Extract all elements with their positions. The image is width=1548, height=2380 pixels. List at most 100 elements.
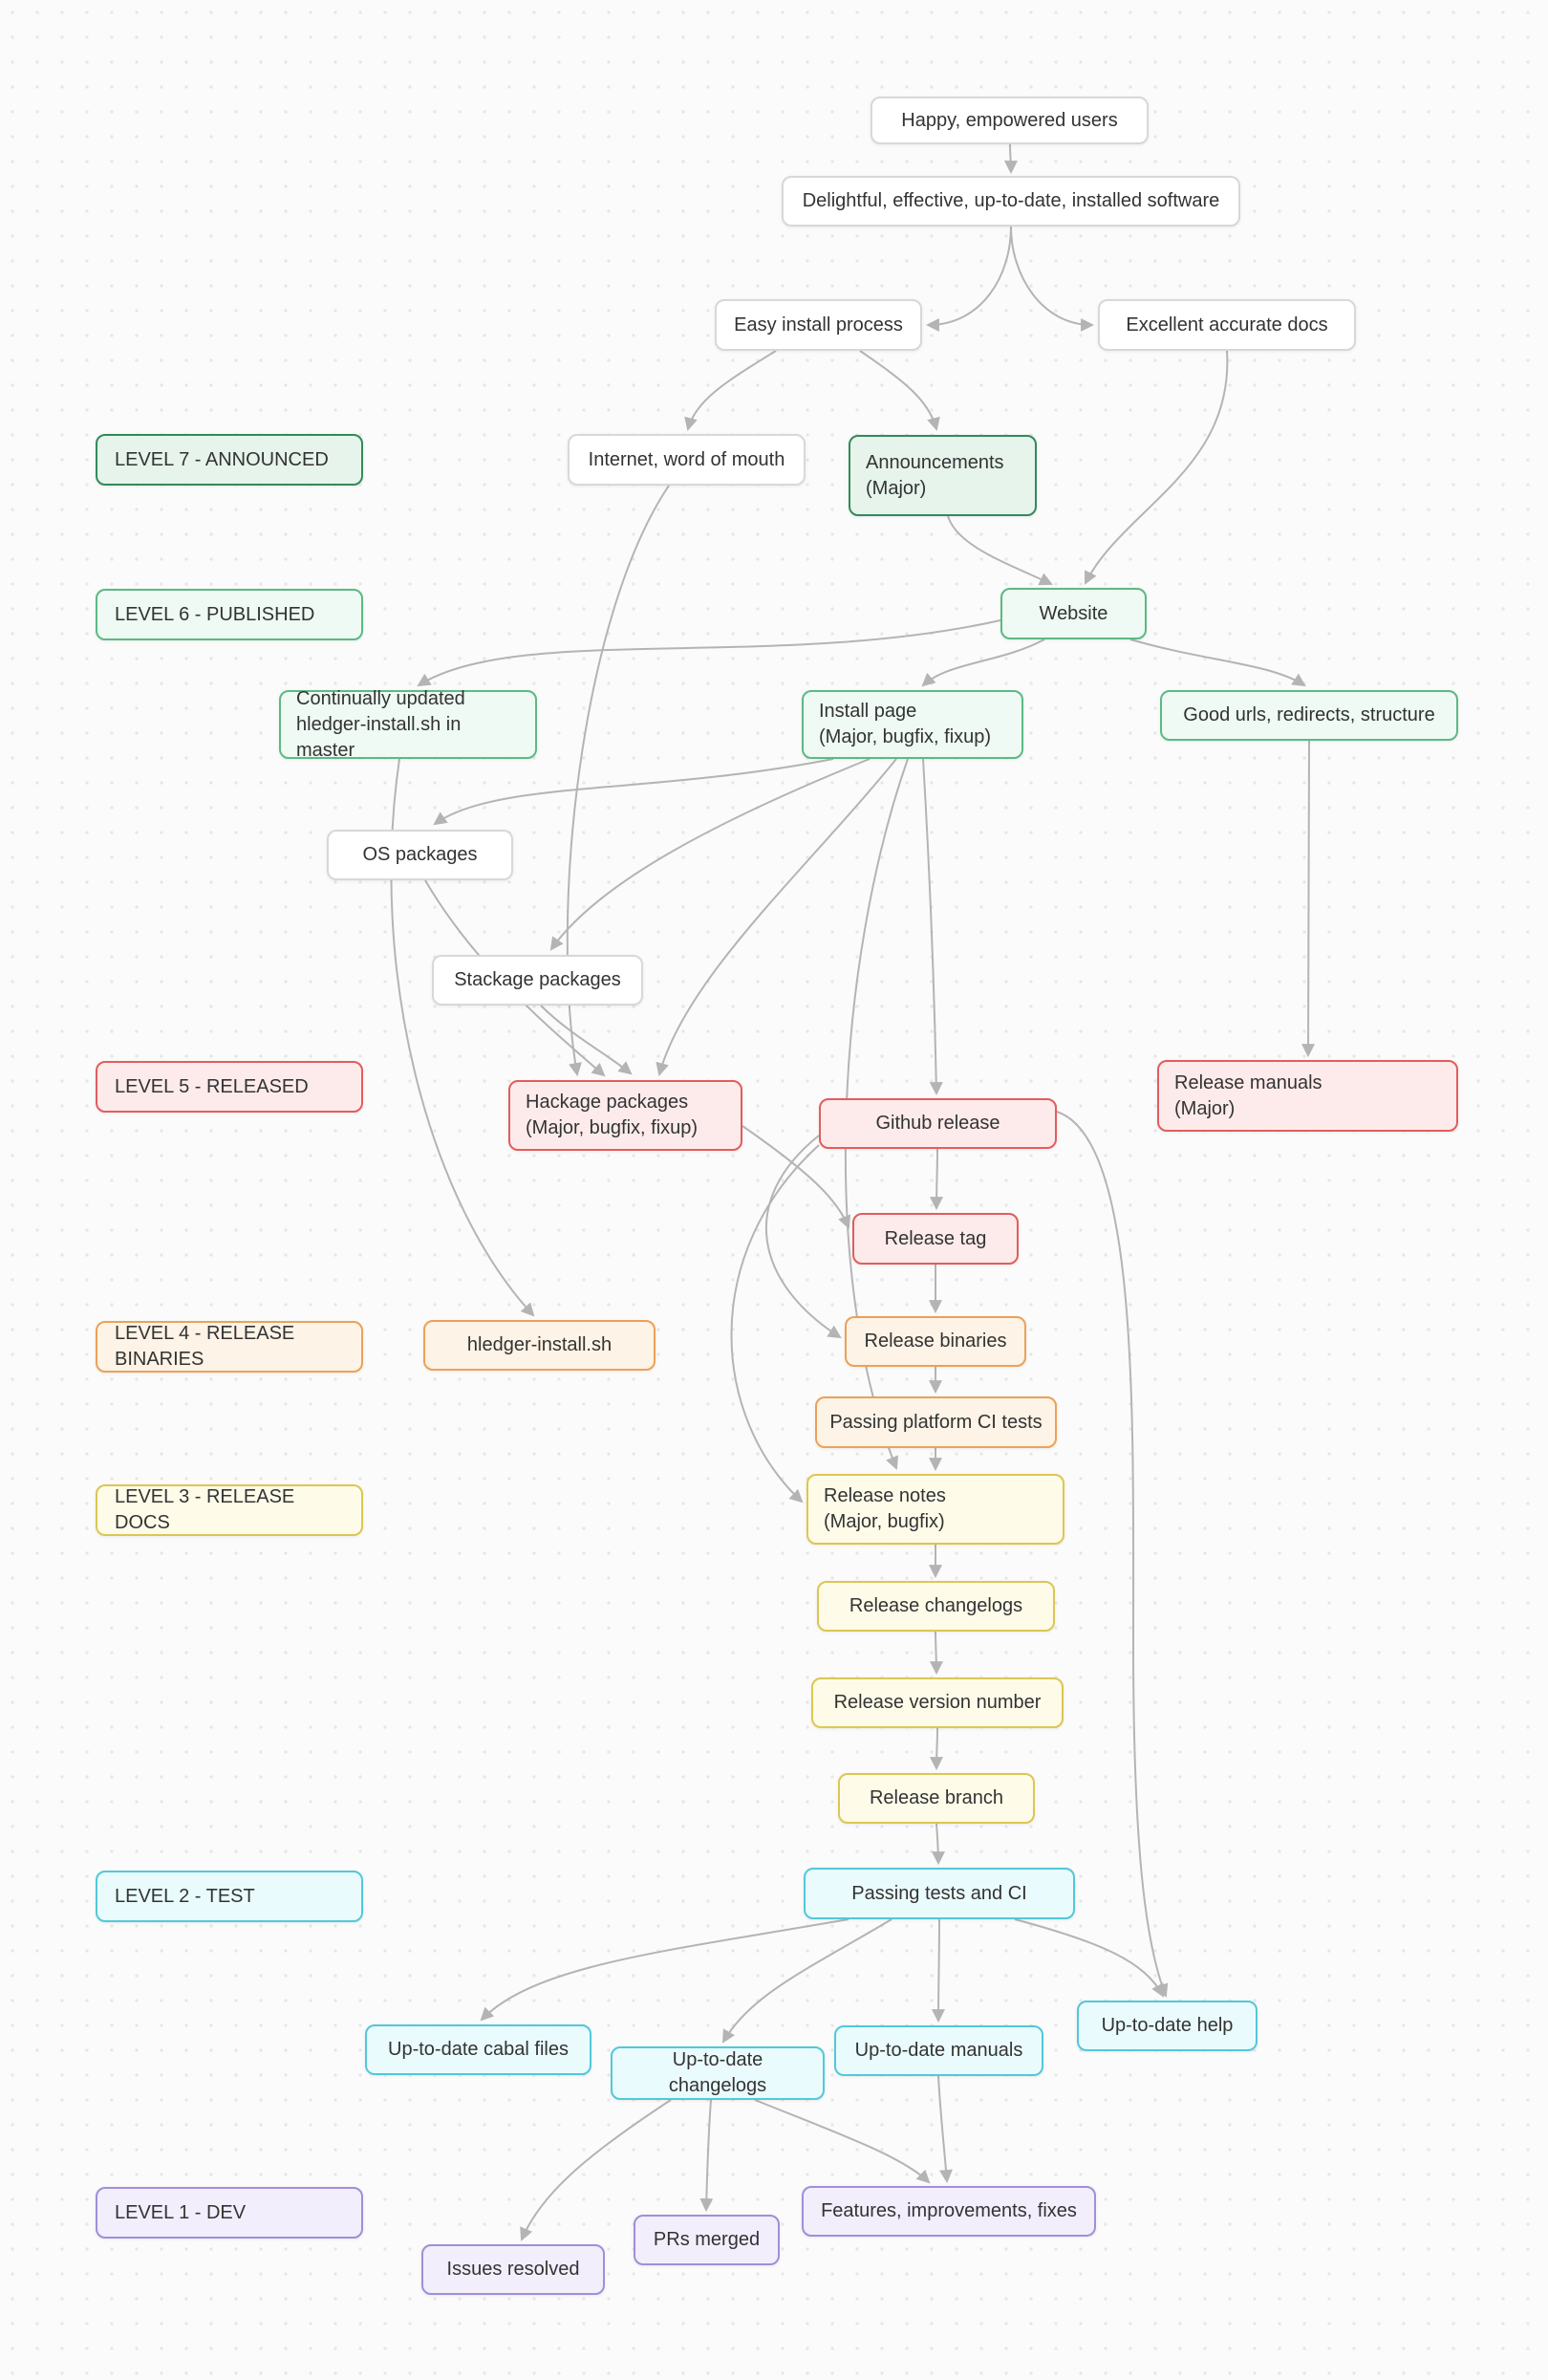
node-prs-merged: PRs merged	[634, 2215, 780, 2265]
node-good-urls: Good urls, redirects, structure	[1160, 690, 1458, 741]
node-label: Github release	[875, 1113, 1000, 1134]
level-label: LEVEL 7 - ANNOUNCED	[115, 448, 329, 470]
edge-good-urls-to-release-manuals	[1301, 740, 1316, 1058]
edge-up-to-date-changelogs-to-features	[754, 2099, 931, 2184]
node-release-binaries: Release binaries	[845, 1316, 1026, 1367]
edge-passing-tests-to-up-to-date-changelogs	[721, 1918, 892, 2044]
node-label: Happy, empowered users	[901, 109, 1118, 131]
edge-excellent-docs-to-website	[1085, 350, 1229, 585]
level-1-dev-label: LEVEL 1 - DEV	[96, 2187, 363, 2239]
node-label: Continually updated	[296, 687, 465, 709]
node-label: Release version number	[833, 1692, 1042, 1713]
node-label: OS packages	[362, 844, 478, 865]
node-website: Website	[1000, 588, 1147, 639]
edge-github-release-to-up-to-date-help	[1056, 1111, 1169, 1998]
node-stackage-packages: Stackage packages	[432, 955, 643, 1006]
node-os-packages: OS packages	[327, 830, 513, 880]
level-label: LEVEL 2 - TEST	[115, 1885, 255, 1907]
node-label: Delightful, effective, up-to-date, insta…	[802, 190, 1220, 211]
node-release-manuals: Release manuals (Major)	[1157, 1060, 1458, 1132]
node-label: Internet, word of mouth	[588, 448, 785, 470]
level-label: LEVEL 1 - DEV	[115, 2201, 247, 2223]
node-label: Install page	[819, 701, 917, 722]
edge-hackage-to-release-tag	[742, 1125, 851, 1229]
node-label: Release changelogs	[849, 1595, 1023, 1616]
node-release-notes: Release notes(Major, bugfix)	[806, 1474, 1064, 1545]
level-label: LEVEL 4 - RELEASE BINARIES	[115, 1323, 295, 1370]
node-label: Passing platform CI tests	[829, 1411, 1043, 1433]
level-5-released-label: LEVEL 5 - RELEASED	[96, 1061, 363, 1113]
node-label: hledger-install.sh	[466, 1334, 613, 1355]
node-easy-install-process: Easy install process	[715, 299, 922, 351]
edge-website-to-install-page	[921, 638, 1045, 687]
node-hackage-packages: Hackage packages (Major, bugfix, fixup)	[508, 1080, 742, 1151]
node-label: Stackage packages	[454, 969, 621, 990]
node-label: Up-to-date changelogs	[668, 2049, 767, 2096]
edge-release-branch-to-passing-tests	[931, 1823, 945, 1866]
node-label: Release manuals	[1174, 1071, 1322, 1093]
node-install-page: Install page (Major, bugfix, fixup)	[802, 690, 1023, 759]
node-delightful-software: Delightful, effective, up-to-date, insta…	[782, 176, 1240, 227]
node-github-release: Github release	[819, 1098, 1057, 1149]
edge-github-release-to-release-notes	[730, 1144, 820, 1504]
node-up-to-date-changelogs: Up-to-date changelogs	[611, 2046, 825, 2100]
node-sublabel: hledger-install.sh in master	[296, 713, 462, 761]
node-sublabel: (Major, bugfix, fixup)	[819, 726, 992, 747]
node-up-to-date-help: Up-to-date help	[1077, 2001, 1258, 2051]
node-sublabel: (Major, bugfix)	[824, 1511, 945, 1532]
node-happy-users: Happy, empowered users	[871, 97, 1149, 144]
node-announcements: Announcements(Major)	[849, 435, 1037, 516]
node-sublabel: (Major, bugfix, fixup)	[526, 1117, 699, 1138]
node-up-to-date-cabal-files: Up-to-date cabal files	[365, 2024, 591, 2075]
edge-install-page-to-os-packages	[433, 758, 834, 826]
edge-github-release-to-release-tag	[930, 1148, 944, 1211]
edge-passing-tests-to-cabal-files	[480, 1918, 849, 2022]
node-release-tag: Release tag	[852, 1213, 1019, 1265]
level-label: LEVEL 5 - RELEASED	[115, 1075, 309, 1097]
node-label: Up-to-date help	[1101, 2015, 1234, 2036]
node-label: Release binaries	[864, 1331, 1007, 1352]
node-hledger-install-sh: hledger-install.sh	[423, 1320, 656, 1371]
level-7-announced-label: LEVEL 7 - ANNOUNCED	[96, 434, 363, 486]
edge-easy-install-to-internet	[684, 350, 777, 432]
level-6-published-label: LEVEL 6 - PUBLISHED	[96, 589, 363, 640]
node-label: PRs merged	[653, 2229, 761, 2250]
node-label: Features, improvements, fixes	[821, 2200, 1077, 2221]
node-label: Up-to-date manuals	[854, 2040, 1023, 2061]
node-sublabel: (Major)	[1174, 1097, 1236, 1119]
node-label: Release branch	[869, 1787, 1004, 1808]
edge-install-page-to-github-release	[922, 758, 943, 1096]
edge-website-to-continually-updated	[417, 619, 1001, 687]
level-label: LEVEL 3 - RELEASE DOCS	[115, 1486, 295, 1533]
edge-delightful-to-excellent-docs	[1010, 226, 1095, 332]
node-release-branch: Release branch	[838, 1773, 1035, 1824]
edge-install-page-to-hackage	[656, 758, 897, 1077]
edge-stackage-to-hackage	[540, 1005, 633, 1075]
node-issues-resolved: Issues resolved	[421, 2244, 605, 2295]
node-passing-platform-ci-tests: Passing platform CI tests	[815, 1396, 1057, 1448]
level-label: LEVEL 6 - PUBLISHED	[115, 603, 315, 625]
node-features-improvements-fixes: Features, improvements, fixes	[802, 2186, 1096, 2237]
node-label: Excellent accurate docs	[1126, 314, 1328, 335]
edge-passing-tests-to-up-to-date-manuals	[932, 1918, 946, 2023]
edge-easy-install-to-announcements	[859, 350, 940, 432]
node-label: Up-to-date cabal files	[388, 2039, 569, 2060]
edge-release-version-to-release-branch	[930, 1727, 944, 1771]
node-passing-tests-and-ci: Passing tests and CI	[804, 1868, 1075, 1919]
level-4-release-binaries-label: LEVEL 4 - RELEASE BINARIES	[96, 1321, 363, 1373]
edge-passing-tests-to-up-to-date-help	[1014, 1918, 1164, 1998]
edge-happy-to-delightful	[1003, 143, 1018, 175]
edge-up-to-date-manuals-to-features	[937, 2075, 953, 2184]
node-continually-updated-install-script: Continually updated hledger-install.sh in…	[279, 688, 537, 761]
node-label: Hackage packages	[526, 1092, 689, 1113]
edge-announcements-to-website	[947, 515, 1053, 586]
edge-github-release-to-release-binaries	[764, 1135, 842, 1339]
node-excellent-accurate-docs: Excellent accurate docs	[1098, 299, 1356, 351]
edge-release-changelogs-to-release-version	[929, 1631, 943, 1676]
level-2-test-label: LEVEL 2 - TEST	[96, 1871, 363, 1922]
node-label: Announcements	[866, 451, 1004, 473]
node-label: Website	[1039, 602, 1108, 624]
edge-delightful-to-easy-install	[925, 226, 1012, 332]
